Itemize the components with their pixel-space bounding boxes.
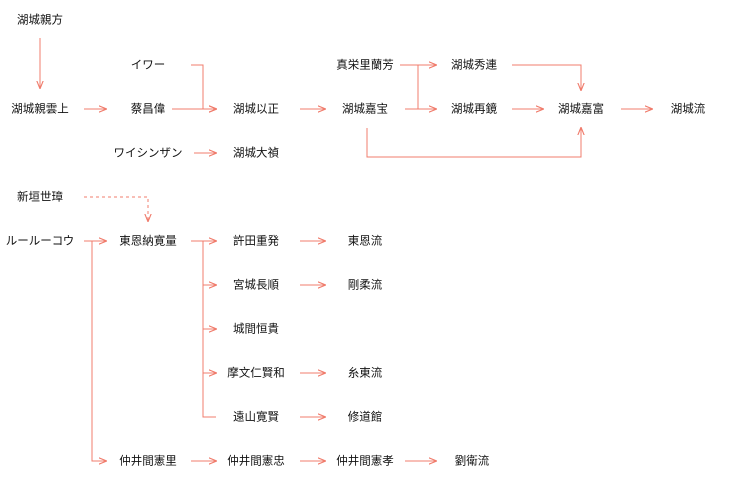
node-koshiro-daitei: 湖城大禎 bbox=[233, 145, 279, 160]
node-koshiro-kaho: 湖城嘉宝 bbox=[342, 101, 388, 116]
node-ryuei-ryu: 劉衛流 bbox=[454, 453, 490, 468]
node-toon-ryu: 東恩流 bbox=[347, 233, 383, 248]
node-koshiro-shuren: 湖城秀連 bbox=[451, 57, 497, 72]
node-goju-ryu: 剛柔流 bbox=[347, 277, 383, 292]
node-koshiro-ryu: 湖城流 bbox=[670, 101, 706, 116]
node-jo-makoto: 城間恒貴 bbox=[233, 321, 279, 336]
node-arakaki-seisho: 新垣世璋 bbox=[17, 189, 63, 204]
node-koshiro-shinun: 湖城親雲上 bbox=[11, 101, 69, 116]
node-iwa: イワー bbox=[130, 57, 166, 72]
node-wai-shinzan: ワイシンザン bbox=[113, 145, 183, 160]
edge-shuren-kafu bbox=[512, 64, 581, 90]
node-sai-shoi: 蔡昌偉 bbox=[130, 101, 166, 116]
node-shito-ryu: 糸東流 bbox=[347, 365, 383, 380]
edge-kaho-kafu-loop bbox=[366, 128, 581, 158]
edge-arakaki-higaonna bbox=[84, 196, 148, 221]
node-koshiro-shinpo: 湖城親方 bbox=[17, 12, 63, 27]
node-nakaima-kenko: 仲井間憲孝 bbox=[336, 453, 394, 468]
node-nakaima-kenri: 仲井間憲里 bbox=[119, 453, 177, 468]
node-shinei-rihoho: 真栄里蘭芳 bbox=[336, 57, 394, 72]
node-kyoda-juhatsu: 許田重発 bbox=[233, 233, 279, 248]
node-shudokan: 修道館 bbox=[347, 409, 383, 424]
node-toyama-kanken: 遠山寛賢 bbox=[233, 409, 279, 424]
edge-iwa-isei bbox=[191, 64, 216, 109]
node-ruruko: ルールーコウ bbox=[5, 233, 75, 248]
node-nakaima-kenchu: 仲井間憲忠 bbox=[227, 453, 285, 468]
node-koshiro-isei: 湖城以正 bbox=[233, 101, 279, 116]
edge-trunk-branch bbox=[202, 241, 216, 418]
node-koshiro-kafu: 湖城嘉富 bbox=[558, 101, 604, 116]
node-higaonna-kanryo: 東恩納寛量 bbox=[119, 233, 177, 248]
node-mabuni-kenwa: 摩文仁賢和 bbox=[227, 365, 285, 380]
node-miyagi-chojun: 宮城長順 bbox=[233, 277, 279, 292]
node-koshiro-saikyo: 湖城再鏡 bbox=[451, 101, 497, 116]
edge-ruruko-nakaima bbox=[91, 241, 106, 461]
